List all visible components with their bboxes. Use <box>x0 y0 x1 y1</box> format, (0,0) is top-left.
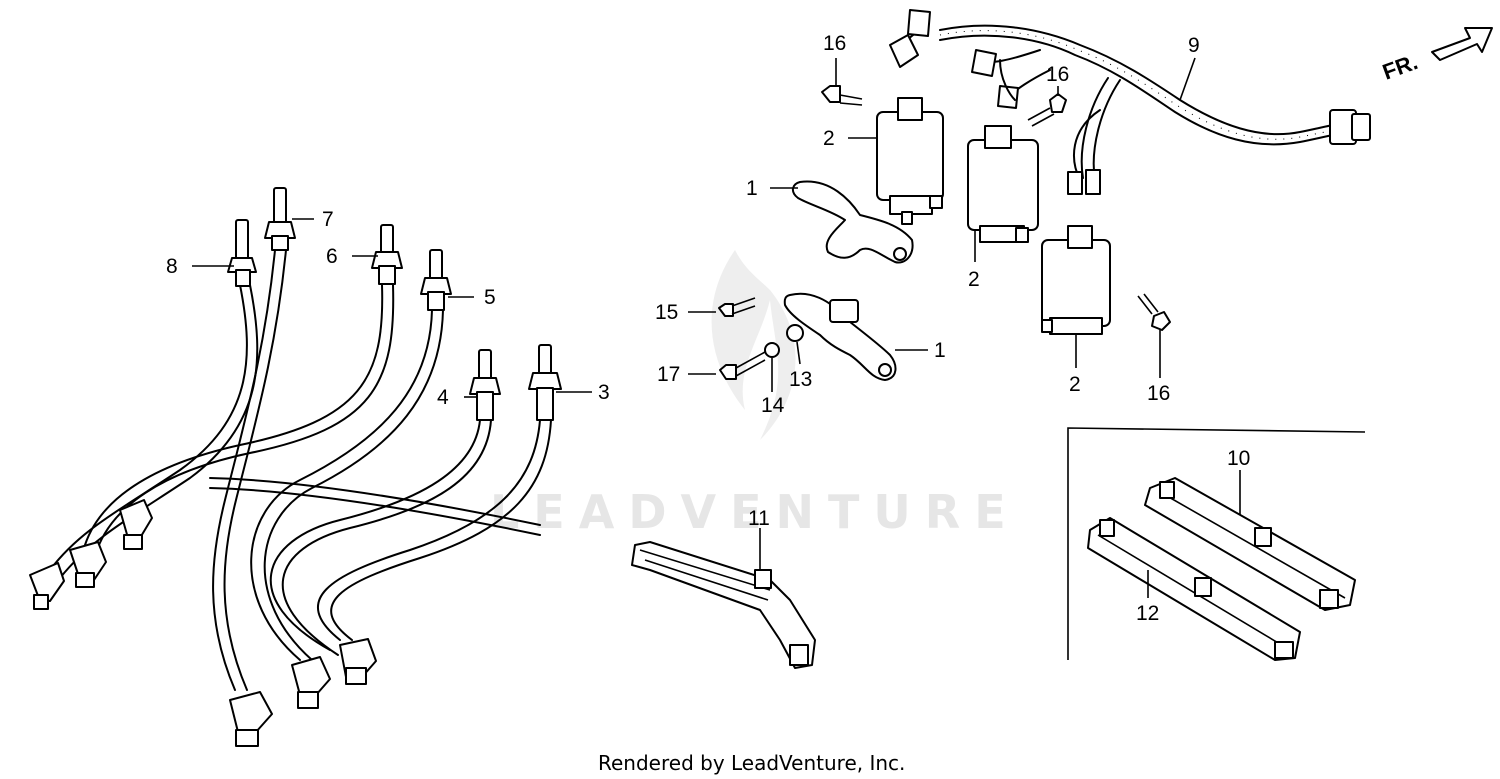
callout-17: 17 <box>657 363 680 386</box>
ignition-coil-b <box>967 125 1039 243</box>
wire-holder-10 <box>1144 477 1356 611</box>
callout-16-upper: 16 <box>823 32 846 55</box>
plug-wire-4 <box>269 349 501 685</box>
callout-16-lower: 16 <box>1147 382 1170 405</box>
callout-2-coil-b: 2 <box>968 268 980 291</box>
plug-wire-5 <box>250 249 452 709</box>
wire-holder-12 <box>1087 517 1301 661</box>
front-direction-label: FR. <box>1379 49 1421 85</box>
ignition-coil-c <box>1041 225 1111 335</box>
parts-inset-box <box>1067 427 1366 660</box>
bolt-15 <box>718 297 756 317</box>
bolt-17 <box>719 351 766 380</box>
callout-2-coil-c: 2 <box>1069 373 1081 396</box>
plug-wire-6 <box>69 224 403 588</box>
plug-wire-8 <box>29 219 259 610</box>
spark-plug-wires <box>29 187 562 747</box>
footer-credit: Rendered by LeadVenture, Inc. <box>598 751 905 775</box>
bolt-16-lower <box>1137 293 1171 331</box>
callout-7: 7 <box>322 208 334 231</box>
bracket-upper <box>792 180 914 264</box>
callout-13: 13 <box>789 368 812 391</box>
callout-16-mid: 16 <box>1046 63 1069 86</box>
callout-6: 6 <box>326 245 338 268</box>
washer-14 <box>764 342 780 358</box>
bracket-lower <box>783 292 897 381</box>
callout-10: 10 <box>1227 447 1250 470</box>
callout-8: 8 <box>166 255 178 278</box>
ignition-coil-a <box>876 97 944 225</box>
callout-9: 9 <box>1188 34 1200 57</box>
front-arrow-icon <box>1431 27 1493 61</box>
callout-14: 14 <box>761 394 785 417</box>
front-direction-indicator: FR. <box>1379 27 1493 85</box>
callout-2-coil-a: 2 <box>823 127 835 150</box>
callout-5: 5 <box>484 286 496 309</box>
wire-holder-11 <box>631 541 816 669</box>
callout-15: 15 <box>655 301 678 324</box>
callout-1-lower: 1 <box>934 339 946 362</box>
wire-harness <box>889 9 1371 195</box>
watermark-text: LEADVENTURE <box>490 485 1020 539</box>
callout-1-upper: 1 <box>746 177 758 200</box>
watermark-flame-logo <box>711 250 796 440</box>
collar-13 <box>786 324 804 342</box>
callout-3: 3 <box>598 381 610 404</box>
bolt-16-mid <box>1027 93 1067 127</box>
plug-wire-7 <box>212 187 296 747</box>
bolt-16-upper <box>821 85 863 106</box>
callout-4: 4 <box>437 386 449 409</box>
callout-leaders <box>192 57 1241 598</box>
callout-labels: 1 1 2 2 2 3 4 5 6 7 8 9 10 11 12 13 14 1… <box>166 32 1250 625</box>
watermark: LEADVENTURE <box>490 250 1020 539</box>
plug-wire-3 <box>317 344 562 641</box>
callout-12: 12 <box>1136 602 1159 625</box>
callout-11: 11 <box>748 507 770 530</box>
